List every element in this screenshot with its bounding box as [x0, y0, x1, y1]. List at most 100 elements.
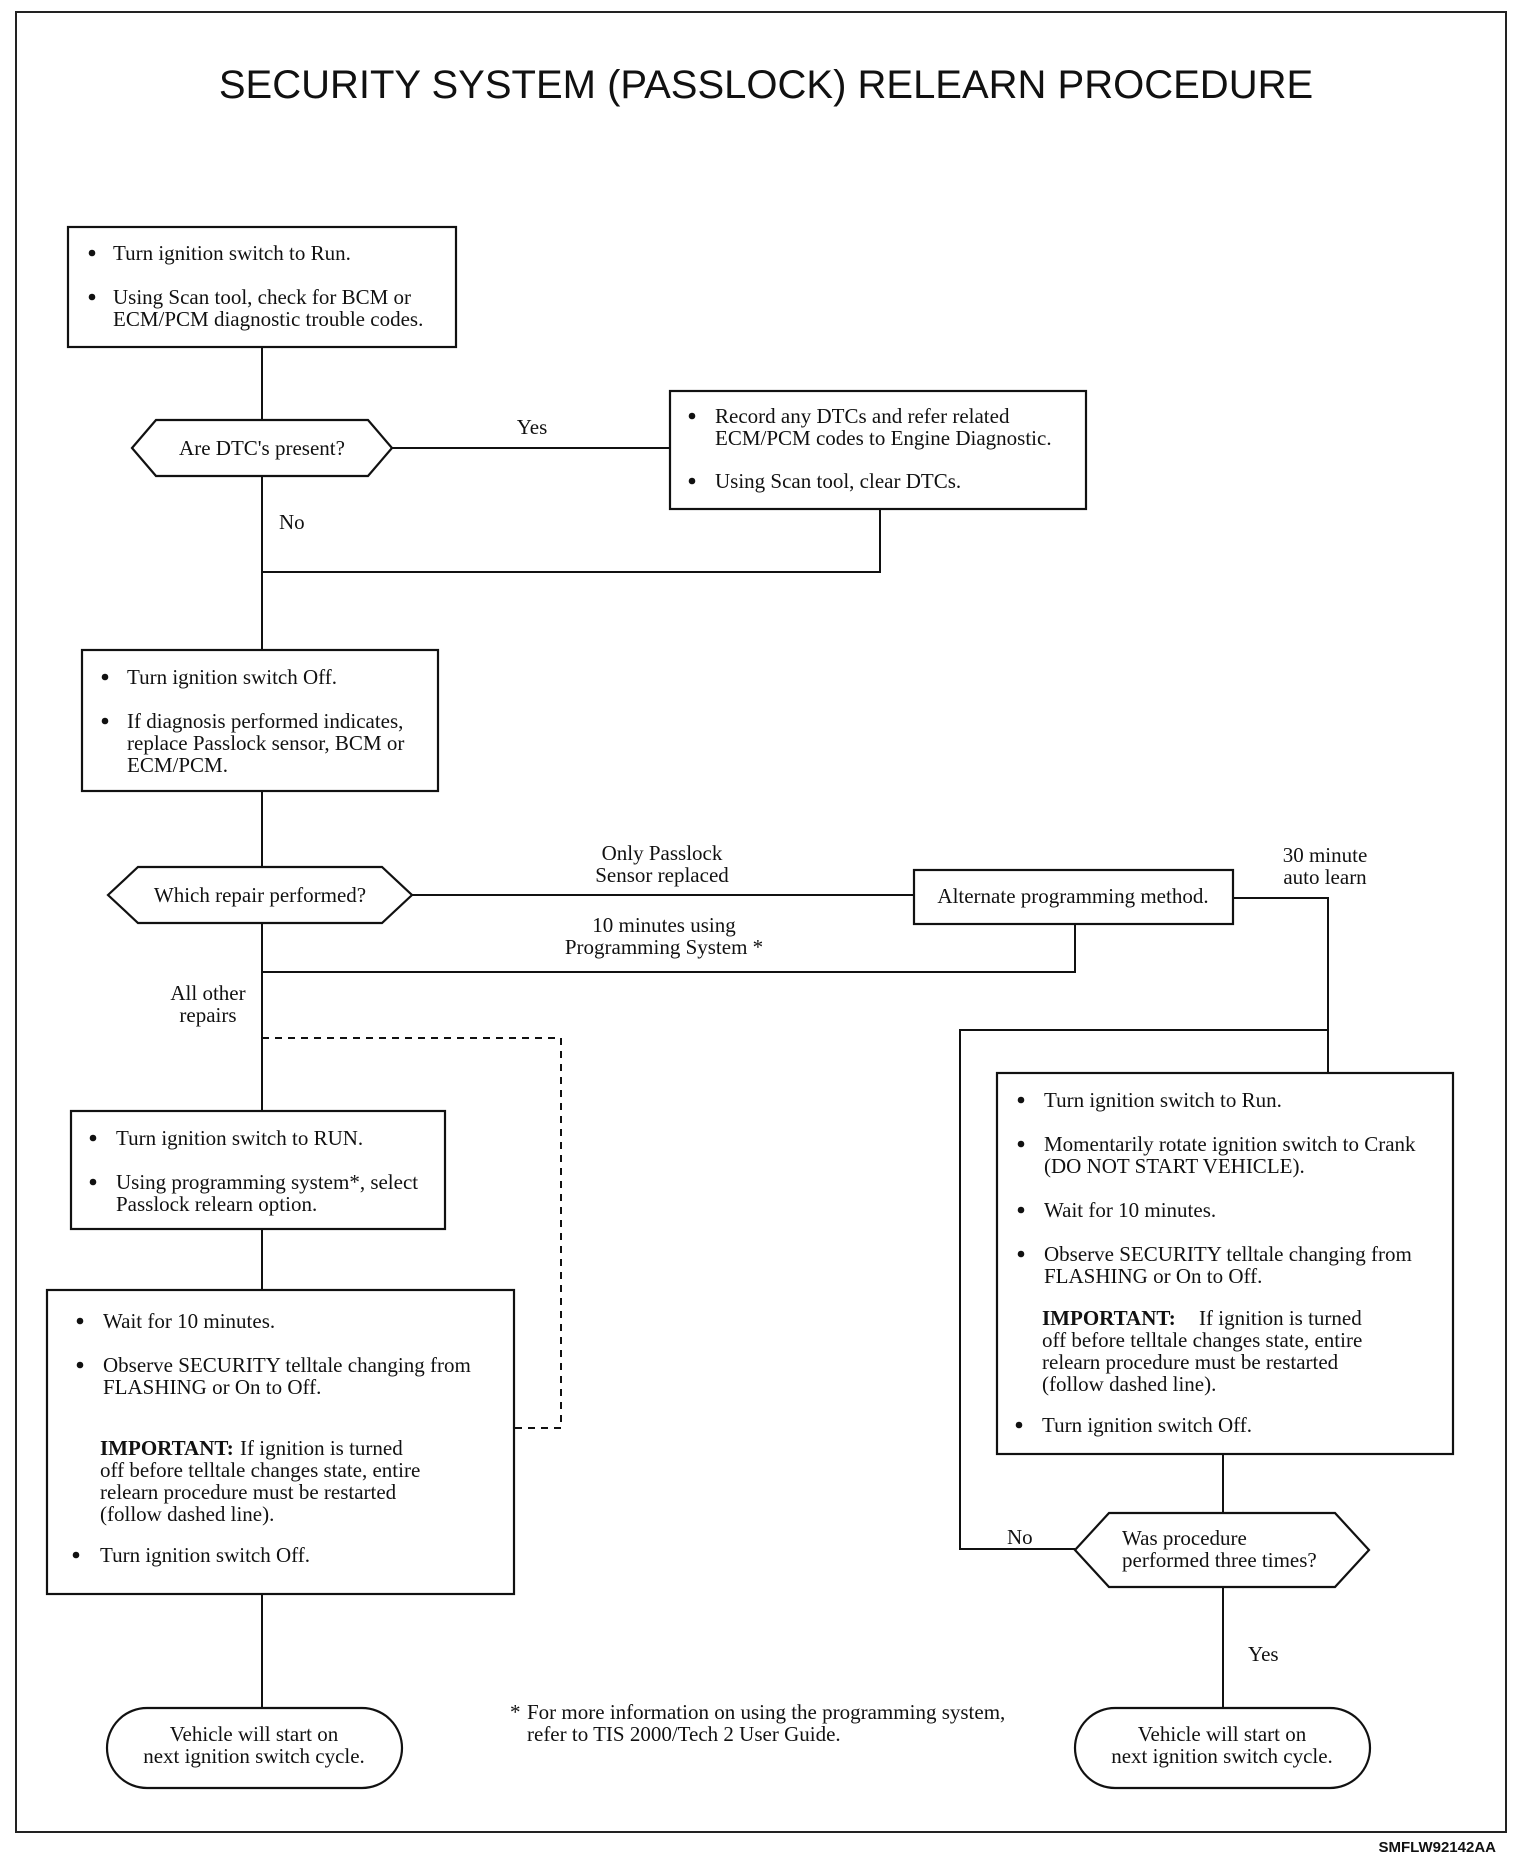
step-alternate-box	[912, 868, 1235, 926]
step-start-box	[66, 225, 458, 349]
connector-record-merge	[262, 509, 881, 573]
right-proc-important-label: IMPORTANT:	[1042, 1306, 1176, 1330]
wait-left-item-line: FLASHING or On to Off.	[103, 1375, 321, 1399]
label-ten-minutes-line: Programming System *	[565, 935, 763, 959]
decision-three-line: performed three times?	[1122, 1548, 1317, 1572]
decision-which-repair-label: Which repair performed?	[154, 883, 366, 907]
wait-left-item-line: Wait for 10 minutes.	[103, 1309, 275, 1333]
connector-ten-minutes	[262, 924, 1076, 973]
decision-dtcs-present-label: Are DTC's present?	[179, 436, 345, 460]
label-all-other-line: repairs	[179, 1003, 236, 1027]
start-item-line: Turn ignition switch to Run.	[113, 241, 351, 265]
right-proc-bullet	[1017, 1140, 1025, 1148]
right-proc-bullet	[1017, 1250, 1025, 1258]
turn-off-item-line: If diagnosis performed indicates,	[127, 709, 403, 733]
label-dtc-yes: Yes	[517, 415, 548, 439]
terminal-left-line: Vehicle will start on	[170, 1722, 339, 1746]
right-proc-important-line: off before telltale changes state, entir…	[1042, 1328, 1362, 1352]
run-program-item-line: Turn ignition switch to RUN.	[116, 1126, 363, 1150]
document-code: SMFLW92142AA	[1378, 1839, 1496, 1854]
terminal-right-line: next ignition switch cycle.	[1111, 1744, 1333, 1768]
wait-left-important-label: IMPORTANT:	[100, 1436, 234, 1460]
turn-off-bullet	[101, 673, 109, 681]
label-ten-minutes-line: 10 minutes using	[592, 913, 736, 937]
step-turn-off-box	[80, 648, 440, 793]
turn-off-item-line: ECM/PCM.	[127, 753, 228, 777]
step-start: Turn ignition switch to Run. Using Scan t…	[66, 225, 458, 349]
page-title: SECURITY SYSTEM (PASSLOCK) RELEARN PROCE…	[219, 63, 1313, 107]
label-three-no: No	[1007, 1525, 1033, 1549]
step-wait-left-box	[45, 1288, 516, 1596]
step-right-procedure: Turn ignition switch to Run. Momentarily …	[995, 1071, 1455, 1456]
run-program-item-line: Using programming system*, select	[116, 1170, 418, 1194]
start-bullet	[88, 293, 96, 301]
turn-off-item-line: Turn ignition switch Off.	[127, 665, 337, 689]
record-item-line: Record any DTCs and refer related	[715, 404, 1010, 428]
record-bullet	[688, 477, 696, 485]
step-alternate-method: Alternate programming method.	[912, 868, 1235, 926]
run-program-item-line: Passlock relearn option.	[116, 1192, 317, 1216]
decision-three-times-shape	[1073, 1511, 1371, 1589]
connector-lines	[261, 347, 1329, 1708]
footnote: * For more information on using the prog…	[510, 1700, 1005, 1746]
right-proc-item-line: Turn ignition switch to Run.	[1044, 1088, 1282, 1112]
right-proc-item-line: FLASHING or On to Off.	[1044, 1264, 1262, 1288]
step-alternate-label: Alternate programming method.	[937, 884, 1208, 908]
record-bullet	[688, 412, 696, 420]
connector-thirty-minute	[1233, 897, 1329, 1073]
label-only-passlock-line: Sensor replaced	[595, 863, 729, 887]
step-turn-off-text: Turn ignition switch Off. If diagnosis pe…	[101, 665, 404, 777]
right-proc-item-line: Momentarily rotate ignition switch to Cr…	[1044, 1132, 1416, 1156]
step-record-dtcs-text: Record any DTCs and refer relatedECM/PCM…	[688, 404, 1052, 493]
page-frame	[15, 11, 1507, 1833]
wait-left-bullet	[76, 1361, 84, 1369]
turn-off-bullet	[101, 717, 109, 725]
label-all-other-line: All other	[170, 981, 245, 1005]
turn-off-item-line: replace Passlock sensor, BCM or	[127, 731, 404, 755]
right-proc-last-item: Turn ignition switch Off.	[1042, 1413, 1252, 1437]
step-right-procedure-box	[995, 1071, 1455, 1456]
run-program-bullet	[89, 1134, 97, 1142]
start-item-line: Using Scan tool, check for BCM or	[113, 285, 411, 309]
step-record-dtcs: Record any DTCs and refer relatedECM/PCM…	[668, 389, 1088, 511]
decision-which-repair-shape	[106, 865, 414, 925]
right-proc-important-line: (follow dashed line).	[1042, 1372, 1216, 1396]
step-turn-off: Turn ignition switch Off. If diagnosis pe…	[80, 648, 440, 793]
start-item-line: ECM/PCM diagnostic trouble codes.	[113, 307, 423, 331]
step-right-procedure-text: Turn ignition switch to Run. Momentarily …	[1015, 1088, 1416, 1437]
wait-left-important-line: off before telltale changes state, entir…	[100, 1458, 420, 1482]
right-proc-important-line: If ignition is turned	[1199, 1306, 1362, 1330]
wait-left-important-line: (follow dashed line).	[100, 1502, 274, 1526]
footnote-text: For more information on using the progra…	[527, 1700, 1005, 1746]
label-thirty-minute-line: 30 minute	[1283, 843, 1368, 867]
right-proc-important-line: relearn procedure must be restarted	[1042, 1350, 1339, 1374]
right-proc-bullet	[1017, 1096, 1025, 1104]
decision-which-repair: Which repair performed?	[106, 865, 414, 925]
decision-dtcs-present: Are DTC's present?	[130, 418, 394, 478]
step-start-text: Turn ignition switch to Run. Using Scan t…	[88, 241, 423, 331]
wait-left-important-line: If ignition is turned	[240, 1436, 403, 1460]
right-proc-item-line: Wait for 10 minutes.	[1044, 1198, 1216, 1222]
footnote-line: For more information on using the progra…	[527, 1700, 1005, 1724]
record-item-line: ECM/PCM codes to Engine Diagnostic.	[715, 426, 1052, 450]
label-only-passlock-line: Only Passlock	[602, 841, 723, 865]
footnote-marker: *	[510, 1700, 521, 1724]
run-program-bullet	[89, 1178, 97, 1186]
step-run-program: Turn ignition switch to RUN. Using progra…	[69, 1109, 447, 1231]
wait-left-bullet	[76, 1317, 84, 1325]
wait-left-important-line: relearn procedure must be restarted	[100, 1480, 397, 1504]
decision-three-line: Was procedure	[1122, 1526, 1247, 1550]
wait-left-item-line: Observe SECURITY telltale changing from	[103, 1353, 471, 1377]
label-thirty-minute-line: auto learn	[1283, 865, 1367, 889]
